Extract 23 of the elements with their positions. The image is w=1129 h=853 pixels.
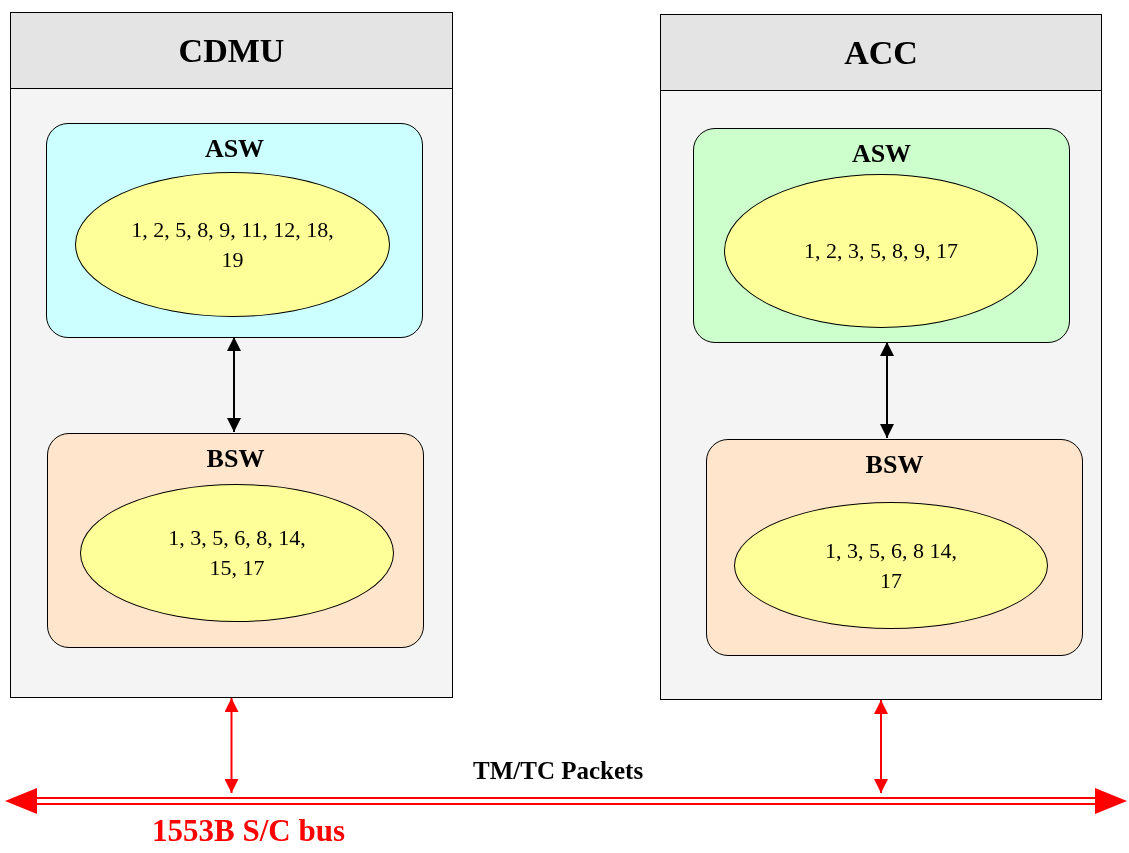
unit-box [660,14,1102,700]
requirement-list: 1, 3, 5, 6, 8, 14, 15, 17 [162,523,312,583]
requirement-list: 1, 2, 3, 5, 8, 9, 17 [804,236,958,266]
box-title: BSW [864,449,925,481]
arrow [880,341,894,439]
bus-double-arrow [5,788,1127,814]
box-title: ASW [850,138,913,170]
box-title: BSW [205,443,266,475]
bus-caption: TM/TC Packets [473,756,644,786]
requirement-list: 1, 2, 5, 8, 9, 11, 12, 18, 19 [122,214,343,275]
software-box [693,128,1070,343]
arrow [224,697,239,794]
arrow [874,699,888,794]
software-box [706,439,1083,656]
unit-box [10,12,453,698]
arrow [227,336,241,433]
software-box [46,123,423,338]
box-title: ASW [203,133,266,165]
unit-header: CDMU [11,13,452,89]
requirement-list: 1, 3, 5, 6, 8 14, 17 [821,535,961,596]
software-box [47,433,424,648]
unit-header: ACC [661,15,1101,91]
bus-label: 1553B S/C bus [152,812,345,850]
